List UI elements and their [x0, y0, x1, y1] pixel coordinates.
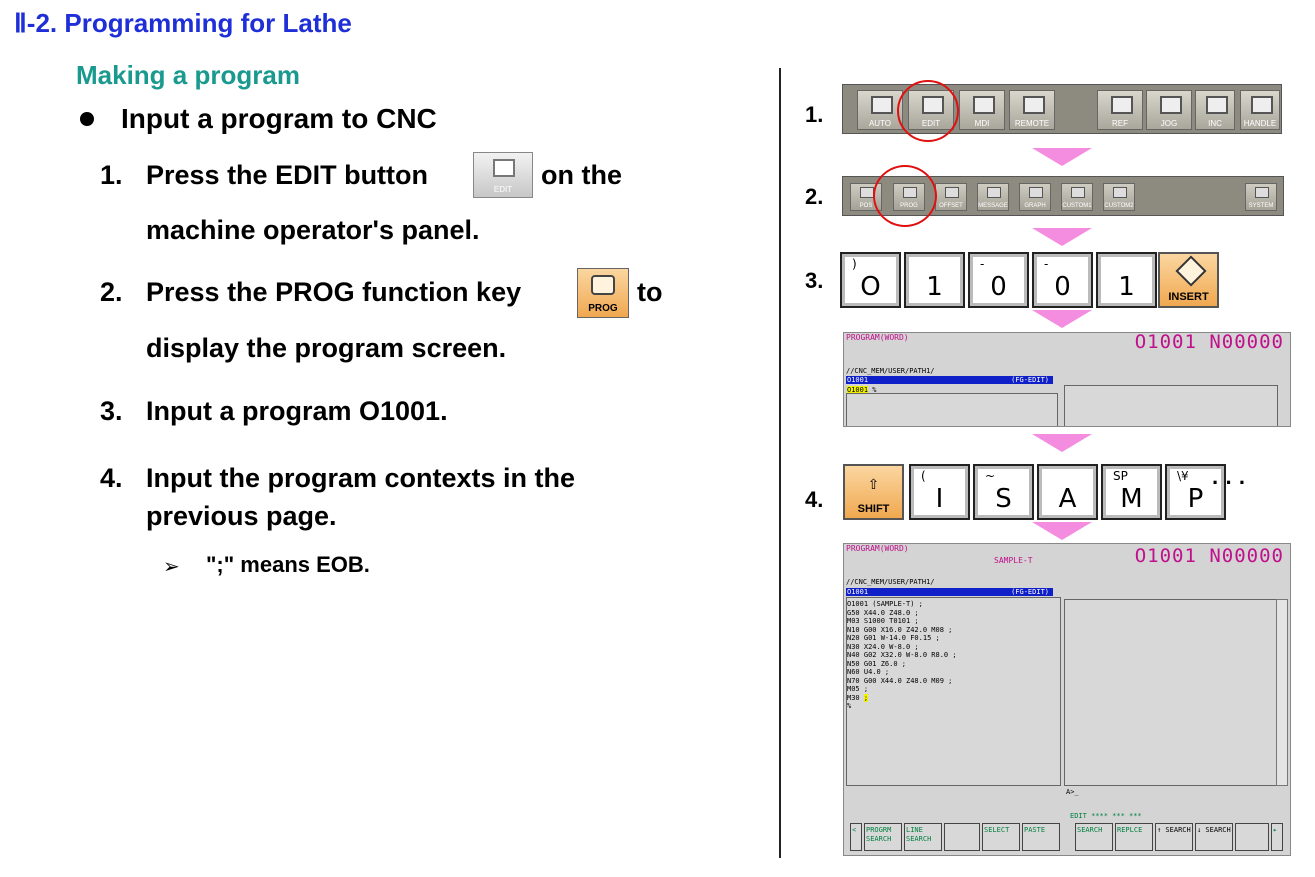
step-2-number: 2.	[100, 277, 123, 307]
prog-highlight-circle	[873, 165, 937, 227]
edit-pane	[846, 597, 1061, 786]
softkey-next[interactable]: ▸	[1271, 823, 1283, 851]
down-arrow-icon	[1032, 434, 1092, 452]
softkey-blank[interactable]	[944, 823, 980, 851]
down-arrow-icon	[1032, 148, 1092, 166]
step-3-number: 3.	[100, 396, 123, 426]
inc-mode-button[interactable]: INC	[1195, 90, 1235, 130]
message-function-key[interactable]: MESSAGE	[977, 183, 1009, 211]
custom1-function-key[interactable]: CUSTOM1	[1061, 183, 1093, 211]
remote-mode-button[interactable]: REMOTE	[1009, 90, 1055, 130]
shift-arrow-icon: ⇧	[867, 476, 880, 492]
program-title-bar: O1001(FG-EDIT)	[846, 588, 1053, 596]
key-0[interactable]: -0	[968, 252, 1029, 308]
down-arrow-icon	[1032, 228, 1092, 246]
screen-header: PROGRAM(WORD)	[846, 333, 909, 342]
program-number: O1001 N00000	[1134, 545, 1284, 567]
program-number: O1001 N00000	[1134, 332, 1284, 353]
step-1-text-a: Press the EDIT button	[146, 160, 429, 190]
softkey-bar: < PROGRM SEARCH LINE SEARCH SELECT PASTE…	[844, 823, 1290, 853]
edit-status: EDIT **** *** ***	[1070, 812, 1142, 820]
bullet-text: Input a program to CNC	[121, 103, 437, 134]
right-step-1-number: 1.	[805, 102, 824, 127]
column-divider	[779, 68, 781, 858]
softkey-select[interactable]: SELECT	[982, 823, 1020, 851]
side-pane	[1064, 599, 1278, 786]
step-4-number: 4.	[100, 463, 123, 493]
edit-pane	[846, 393, 1058, 426]
softkey-search-up[interactable]: ↑ SEARCH	[1155, 823, 1193, 851]
scrollbar[interactable]	[1276, 599, 1288, 786]
ellipsis: · · ·	[1212, 470, 1247, 495]
down-arrow-icon	[1032, 310, 1092, 328]
key-O[interactable]: )O	[840, 252, 901, 308]
softkey-program-search[interactable]: PROGRM SEARCH	[864, 823, 902, 851]
right-step-3-number: 3.	[805, 268, 824, 293]
key-1[interactable]: 1	[904, 252, 965, 308]
softkey-search-down[interactable]: ↓ SEARCH	[1195, 823, 1233, 851]
key-S[interactable]: ~S	[973, 464, 1034, 520]
edit-highlight-circle	[897, 80, 959, 142]
right-step-4-number: 4.	[805, 487, 824, 512]
auto-mode-button[interactable]: AUTO	[857, 90, 903, 130]
program-screen-1: PROGRAM(WORD) O1001 N00000 //CNC_MEM/USE…	[843, 332, 1291, 427]
softkey-line-search[interactable]: LINE SEARCH	[904, 823, 942, 851]
right-step-2-number: 2.	[805, 184, 824, 209]
softkey-search[interactable]: SEARCH	[1075, 823, 1113, 851]
handle-mode-button[interactable]: HANDLE	[1240, 90, 1280, 130]
step-2-text-b: to	[637, 277, 663, 307]
key-I[interactable]: (I	[909, 464, 970, 520]
section-title: Making a program	[76, 60, 300, 90]
program-name: SAMPLE-T	[994, 556, 1033, 565]
step-4-text-line2: previous page.	[146, 501, 337, 531]
step-1-text-b: on the	[541, 160, 622, 190]
step-3-text: Input a program O1001.	[146, 396, 448, 426]
down-arrow-icon	[1032, 522, 1092, 540]
ref-mode-button[interactable]: REF	[1097, 90, 1143, 130]
prog-key-icon: PROG	[577, 268, 629, 318]
bullet-dot-icon	[80, 112, 94, 126]
edit-key-icon: EDIT	[473, 152, 533, 198]
system-function-key[interactable]: SYSTEM	[1245, 183, 1277, 211]
jog-mode-button[interactable]: JOG	[1146, 90, 1192, 130]
key-A[interactable]: A	[1037, 464, 1098, 520]
offset-function-key[interactable]: OFFSET	[935, 183, 967, 211]
shift-key[interactable]: ⇧SHIFT	[843, 464, 904, 520]
step-2-text-line2: display the program screen.	[146, 333, 507, 363]
mdi-mode-button[interactable]: MDI	[959, 90, 1005, 130]
program-code: O1001 (SAMPLE-T) ;G50 X44.0 Z48.0 ;M03 S…	[847, 600, 957, 710]
key-0[interactable]: -0	[1032, 252, 1093, 308]
sub-bullet-text: ";" means EOB.	[206, 552, 370, 577]
softkey-replace[interactable]: REPLCE	[1115, 823, 1153, 851]
step-1-number: 1.	[100, 160, 123, 190]
step-4-text-line1: Input the program contexts in the	[146, 463, 576, 493]
softkey-paste[interactable]: PASTE	[1022, 823, 1060, 851]
key-P[interactable]: \¥P	[1165, 464, 1226, 520]
softkey-blank[interactable]	[1235, 823, 1269, 851]
program-path: //CNC_MEM/USER/PATH1/	[846, 578, 935, 586]
program-title-bar: O1001(FG-EDIT)	[846, 376, 1053, 384]
program-screen-2: PROGRAM(WORD) SAMPLE-T O1001 N00000 //CN…	[843, 543, 1291, 856]
program-path: //CNC_MEM/USER/PATH1/	[846, 367, 935, 375]
screen-header: PROGRAM(WORD)	[846, 544, 909, 553]
step-1-text-line2: machine operator's panel.	[146, 215, 480, 245]
insert-key[interactable]: INSERT	[1158, 252, 1219, 308]
side-pane	[1064, 385, 1278, 426]
arrow-bullet-icon: ➢	[163, 556, 180, 578]
key-1[interactable]: 1	[1096, 252, 1157, 308]
page-title: Ⅱ-2. Programming for Lathe	[14, 8, 352, 38]
custom2-function-key[interactable]: CUSTOM2	[1103, 183, 1135, 211]
step-2-text-a: Press the PROG function key	[146, 277, 522, 307]
insert-icon	[1174, 255, 1207, 287]
graph-function-key[interactable]: GRAPH	[1019, 183, 1051, 211]
input-prompt[interactable]: A>_	[1066, 788, 1079, 796]
softkey-prev[interactable]: <	[850, 823, 862, 851]
program-line: O1001 %	[847, 386, 877, 394]
